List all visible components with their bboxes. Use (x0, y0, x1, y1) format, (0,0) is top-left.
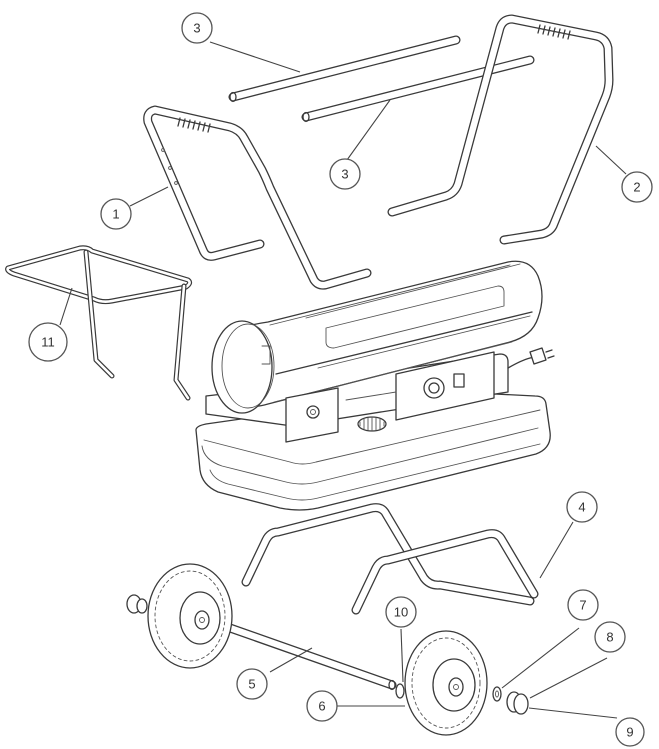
callout-label: 7 (579, 598, 586, 613)
callout-label: 10 (394, 605, 408, 620)
washer-part-7 (492, 686, 502, 702)
wire-stand-part-11 (5, 245, 193, 401)
callout-5: 5 (236, 668, 268, 700)
callout-label: 2 (633, 180, 640, 195)
left-hub-cap (126, 594, 148, 614)
callout-label: 1 (112, 207, 119, 222)
callout-11: 11 (28, 322, 68, 362)
leader-lines (59, 41, 627, 719)
tube-part-3-upper (228, 35, 461, 103)
callout-label: 4 (578, 500, 585, 515)
callout-label: 6 (318, 699, 325, 714)
callout-1: 1 (100, 198, 132, 230)
power-cord-plug-icon (507, 347, 555, 369)
heater-body (195, 260, 555, 511)
callout-label: 5 (248, 677, 255, 692)
wheel-part-6 (404, 630, 488, 736)
callout-10: 10 (385, 596, 417, 628)
callout-3b: 3 (329, 158, 361, 190)
callout-4: 4 (566, 491, 598, 523)
callout-3a: 3 (181, 12, 213, 44)
handle-frame-part-2 (387, 14, 614, 245)
callout-8: 8 (594, 621, 626, 653)
callout-label: 9 (626, 725, 633, 740)
callout-9: 9 (615, 717, 645, 747)
callout-label: 8 (606, 630, 613, 645)
callout-label: 3 (193, 21, 200, 36)
callout-label: 11 (41, 335, 55, 350)
lower-frame-part-4 (241, 503, 539, 615)
callout-label: 3 (341, 167, 348, 182)
left-wheel (147, 563, 233, 669)
callout-2: 2 (621, 171, 653, 203)
cap-part-8-9 (506, 691, 529, 715)
fuel-cap-icon (357, 416, 387, 432)
callout-7: 7 (567, 589, 599, 621)
callout-6: 6 (306, 690, 338, 722)
grip-texture-part-2 (537, 24, 571, 40)
grip-texture-part-1 (177, 117, 211, 133)
washer-part-10 (395, 683, 405, 699)
handle-frame-part-1 (143, 105, 372, 290)
